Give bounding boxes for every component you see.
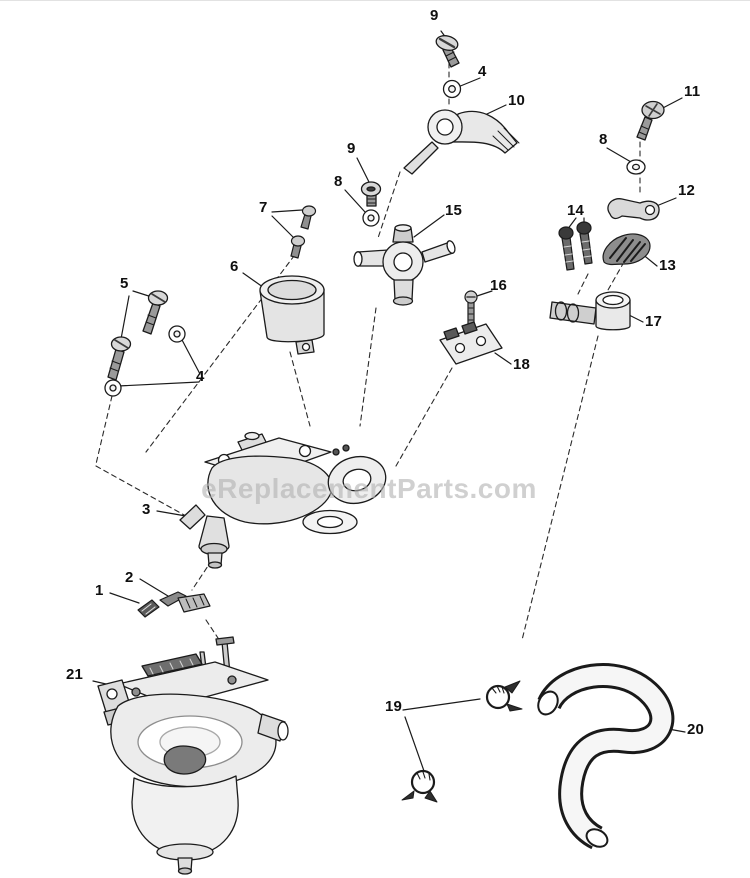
- part-21-carburetor-assembly: [97, 636, 289, 875]
- part-9-screw-mid: [360, 181, 382, 207]
- callout-14: 14: [567, 202, 585, 219]
- callout-9-mid: 9: [347, 140, 356, 157]
- page-top-border: [0, 0, 750, 1]
- callout-3: 3: [142, 501, 151, 518]
- callout-15: 15: [445, 202, 463, 219]
- part-15-fuel-valve: [353, 224, 456, 306]
- part-3-carburetor-body: [179, 431, 387, 569]
- part-8-washer-right: [626, 159, 646, 175]
- callout-20: 20: [687, 721, 705, 738]
- part-8-washer-mid: [362, 209, 380, 227]
- part-12-choke-lever: [607, 198, 660, 221]
- part-13-spring: [602, 233, 651, 266]
- part-7-screws: [290, 205, 317, 259]
- part-6-cover: [259, 275, 325, 355]
- callout-4-top: 4: [478, 63, 487, 80]
- part-19-hose-clamps: [401, 680, 523, 803]
- part-14-screws: [558, 221, 593, 271]
- part-9-screw-top: [435, 35, 460, 68]
- callout-7: 7: [259, 199, 268, 216]
- part-16-screw: [464, 290, 478, 326]
- callout-17: 17: [645, 313, 663, 330]
- callout-5: 5: [120, 275, 129, 292]
- callout-1: 1: [95, 582, 104, 599]
- callout-2: 2: [125, 569, 134, 586]
- part-4-washers-left: [104, 325, 186, 397]
- callout-19: 19: [385, 698, 403, 715]
- callout-13: 13: [659, 257, 677, 274]
- assembly-dashed-lines: [95, 53, 641, 651]
- callout-12: 12: [678, 182, 696, 199]
- callout-18: 18: [513, 356, 531, 373]
- part-5-screws: [107, 290, 169, 381]
- part-2-choke-plate: [159, 591, 211, 613]
- callout-6: 6: [230, 258, 239, 275]
- callout-9-top: 9: [430, 7, 439, 24]
- part-18-bracket: [439, 321, 503, 365]
- callout-16: 16: [490, 277, 508, 294]
- part-20-fuel-hose: [537, 663, 675, 850]
- part-11-screw: [636, 100, 665, 141]
- callout-21: 21: [66, 666, 84, 683]
- part-4-washer-top: [442, 79, 462, 99]
- callout-8-mid: 8: [334, 173, 343, 190]
- part-10-throttle-arm: [403, 109, 520, 175]
- callout-10: 10: [508, 92, 526, 109]
- callout-4-left: 4: [196, 368, 205, 385]
- part-1-small-spring: [137, 599, 160, 618]
- callout-8-right: 8: [599, 131, 608, 148]
- part-17-pipe-fitting: [549, 291, 631, 331]
- callout-11: 11: [684, 83, 701, 100]
